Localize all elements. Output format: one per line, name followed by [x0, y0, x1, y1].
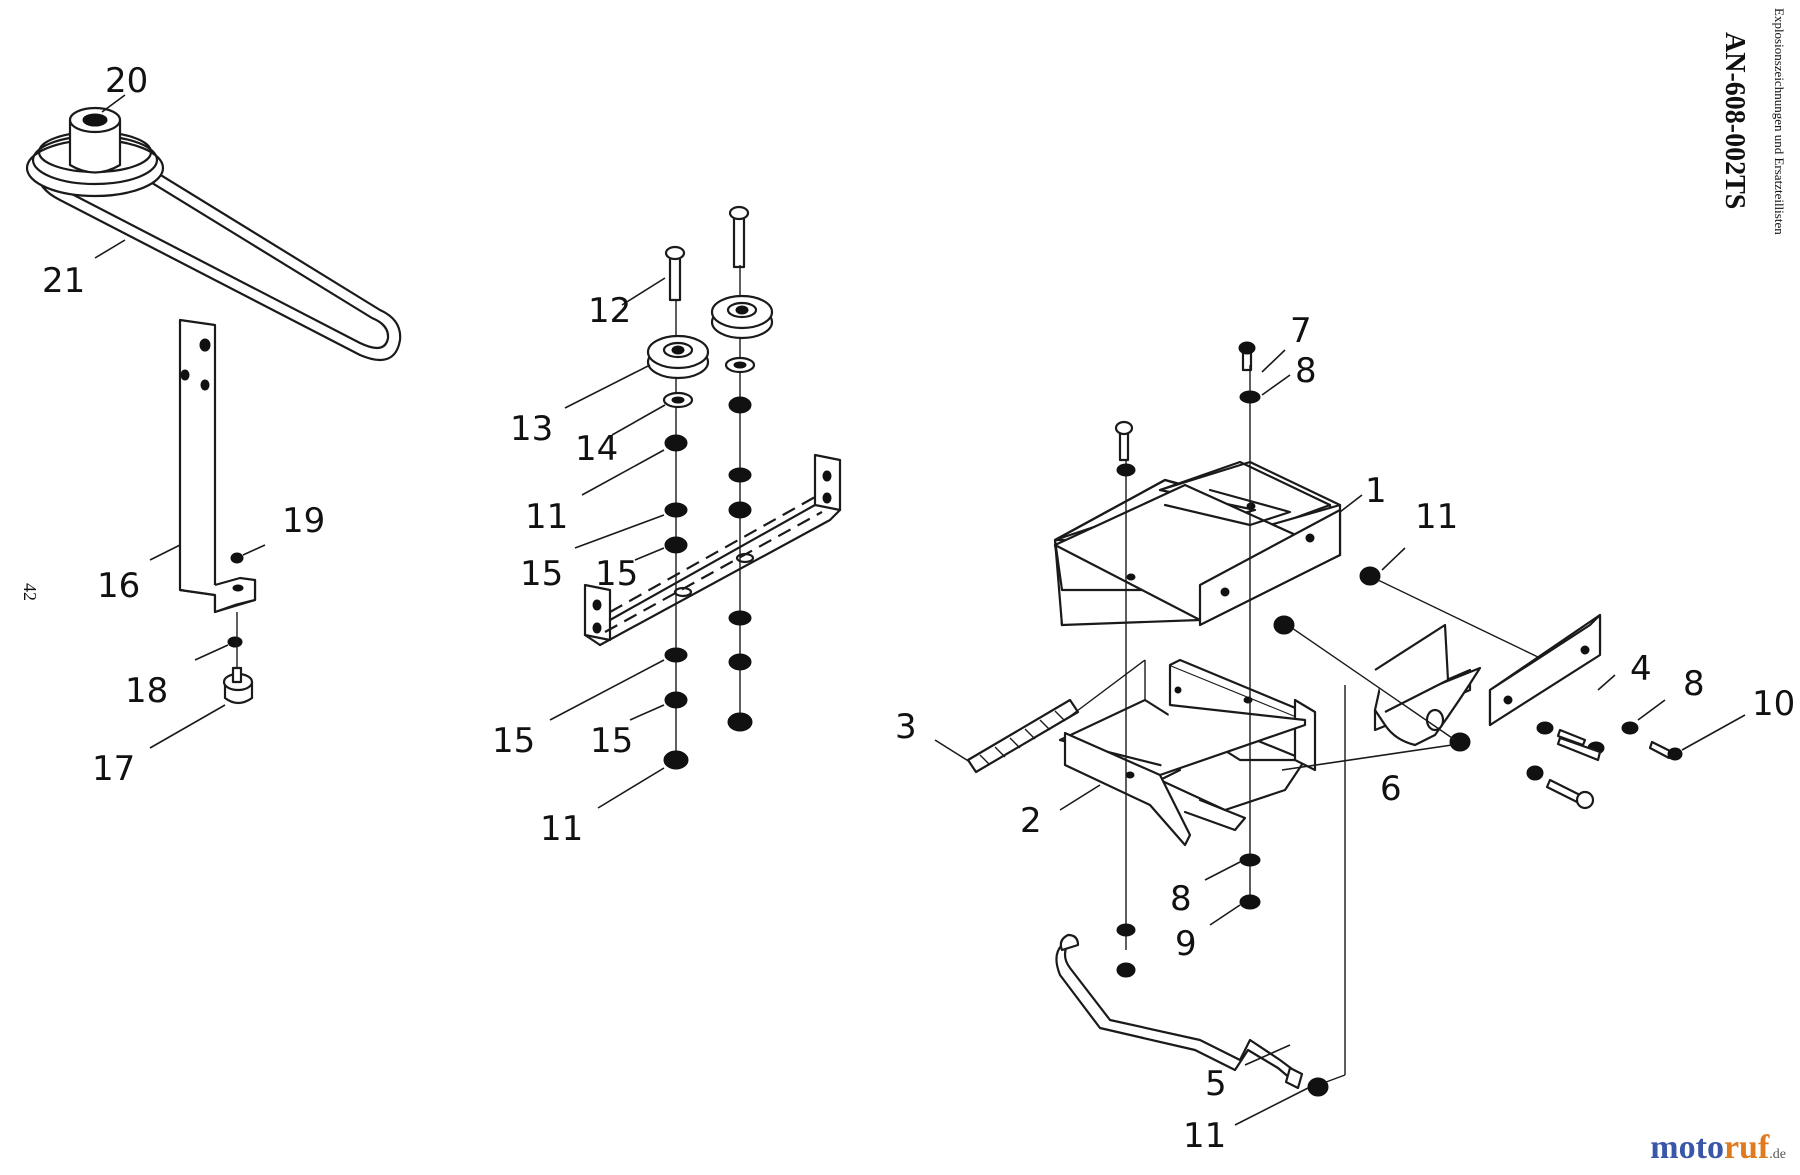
- label-20: 20: [105, 61, 148, 101]
- label-9: 9: [1175, 924, 1197, 964]
- shaft-3: [966, 698, 1080, 774]
- watermark-logo: motoruf.de: [1650, 1129, 1786, 1166]
- bolt-under-4: [1526, 765, 1595, 810]
- bracket-4: [1373, 613, 1602, 747]
- label-15-d: 15: [590, 721, 633, 761]
- label-11-a: 11: [525, 497, 568, 537]
- label-11-b: 11: [540, 809, 583, 849]
- label-4: 4: [1630, 649, 1652, 689]
- knob-17: [222, 666, 254, 705]
- document-code: AN-608-002TS: [1719, 32, 1750, 210]
- label-17: 17: [92, 749, 135, 789]
- rod-5: [1055, 933, 1304, 1090]
- label-3: 3: [895, 707, 917, 747]
- label-5: 5: [1205, 1064, 1227, 1104]
- label-19: 19: [282, 501, 325, 541]
- label-14: 14: [575, 429, 618, 469]
- bracket-16: [178, 318, 257, 614]
- label-11-d: 11: [1183, 1116, 1226, 1156]
- bolt-column-right: [1238, 341, 1261, 910]
- label-7: 7: [1290, 311, 1312, 351]
- label-8-a: 8: [1295, 351, 1317, 391]
- label-2: 2: [1020, 801, 1042, 841]
- belt-assembly: [25, 106, 402, 362]
- lower-bracket-2: [1058, 658, 1317, 847]
- document-subtitle: Explosionszeichnungen und Ersatzteillist…: [1772, 8, 1787, 235]
- label-8-c: 8: [1170, 879, 1192, 919]
- label-12: 12: [588, 291, 631, 331]
- bolt-column-left: [1114, 420, 1136, 978]
- label-16: 16: [97, 566, 140, 606]
- page-number: 42: [20, 583, 40, 601]
- label-8-b: 8: [1683, 664, 1705, 704]
- label-1: 1: [1365, 471, 1387, 511]
- label-10: 10: [1752, 684, 1795, 724]
- idler-stack-right: [710, 205, 774, 732]
- label-21: 21: [42, 261, 85, 301]
- label-11-c: 11: [1415, 497, 1458, 537]
- label-13: 13: [510, 409, 553, 449]
- label-6: 6: [1380, 769, 1402, 809]
- label-18: 18: [125, 671, 168, 711]
- label-15-a: 15: [520, 554, 563, 594]
- label-15-c: 15: [492, 721, 535, 761]
- label-15-b: 15: [595, 554, 638, 594]
- mounting-bar: [583, 453, 842, 647]
- idler-stack-left: [646, 245, 710, 770]
